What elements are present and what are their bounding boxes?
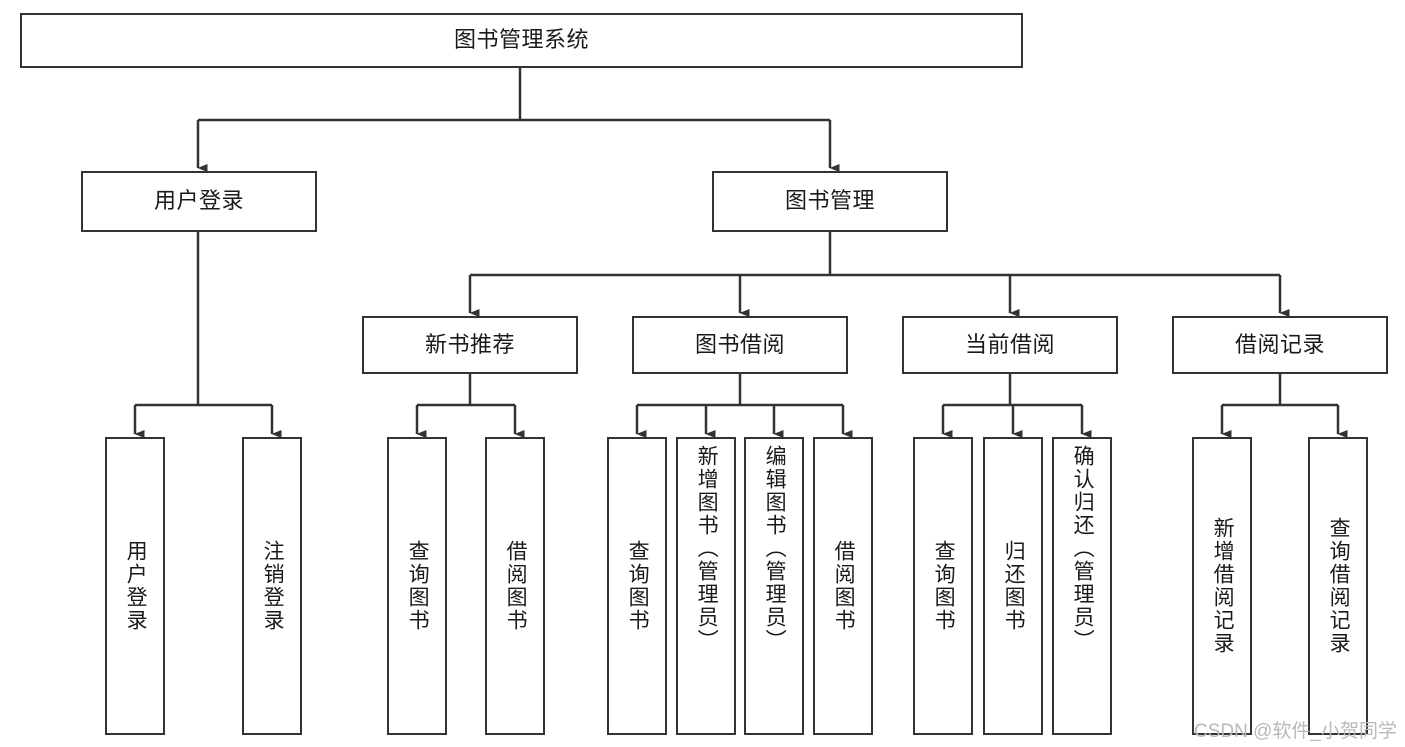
connector-group bbox=[133, 68, 1348, 438]
leaf-edit-book-admin[interactable]: 编辑图书（管理员） bbox=[744, 437, 804, 735]
leaf-query-book-recommend-label: 查询图书 bbox=[406, 540, 430, 632]
node-book-borrow-label: 图书借阅 bbox=[694, 331, 785, 357]
leaf-query-borrow-record-label: 查询借阅记录 bbox=[1327, 517, 1351, 655]
leaf-edit-book-admin-label: 编辑图书（管理员） bbox=[763, 445, 787, 652]
leaf-add-borrow-record-label: 新增借阅记录 bbox=[1211, 517, 1235, 655]
node-current-borrow[interactable]: 当前借阅 bbox=[902, 316, 1118, 374]
leaf-borrow-book-borrow-label: 借阅图书 bbox=[832, 540, 856, 632]
leaf-borrow-book-recommend[interactable]: 借阅图书 bbox=[485, 437, 545, 735]
leaf-add-book-admin[interactable]: 新增图书（管理员） bbox=[676, 437, 736, 735]
leaf-query-book-borrow-label: 查询图书 bbox=[626, 540, 650, 632]
leaf-query-book-current-label: 查询图书 bbox=[932, 540, 956, 632]
node-book-borrow[interactable]: 图书借阅 bbox=[632, 316, 848, 374]
leaf-add-borrow-record[interactable]: 新增借阅记录 bbox=[1192, 437, 1252, 735]
leaf-logout[interactable]: 注销登录 bbox=[242, 437, 302, 735]
leaf-query-book-recommend[interactable]: 查询图书 bbox=[387, 437, 447, 735]
node-user-login-label: 用户登录 bbox=[153, 188, 244, 214]
leaf-borrow-book-recommend-label: 借阅图书 bbox=[504, 540, 528, 632]
leaf-user-login[interactable]: 用户登录 bbox=[105, 437, 165, 735]
node-book-management[interactable]: 图书管理 bbox=[712, 171, 948, 232]
node-new-book-recommend-label: 新书推荐 bbox=[424, 331, 515, 357]
node-root-label: 图书管理系统 bbox=[453, 27, 589, 53]
leaf-query-book-current[interactable]: 查询图书 bbox=[913, 437, 973, 735]
node-root-book-management-system[interactable]: 图书管理系统 bbox=[20, 13, 1023, 68]
leaf-query-borrow-record[interactable]: 查询借阅记录 bbox=[1308, 437, 1368, 735]
node-borrow-record-label: 借阅记录 bbox=[1234, 331, 1325, 357]
node-new-book-recommend[interactable]: 新书推荐 bbox=[362, 316, 578, 374]
node-book-management-label: 图书管理 bbox=[784, 188, 875, 214]
leaf-borrow-book-borrow[interactable]: 借阅图书 bbox=[813, 437, 873, 735]
node-user-login[interactable]: 用户登录 bbox=[81, 171, 317, 232]
leaf-user-login-label: 用户登录 bbox=[124, 540, 148, 632]
leaf-logout-label: 注销登录 bbox=[261, 540, 285, 632]
node-borrow-record[interactable]: 借阅记录 bbox=[1172, 316, 1388, 374]
node-current-borrow-label: 当前借阅 bbox=[964, 331, 1055, 357]
leaf-return-book[interactable]: 归还图书 bbox=[983, 437, 1043, 735]
leaf-add-book-admin-label: 新增图书（管理员） bbox=[695, 445, 719, 652]
leaf-query-book-borrow[interactable]: 查询图书 bbox=[607, 437, 667, 735]
leaf-confirm-return-admin[interactable]: 确认归还（管理员） bbox=[1052, 437, 1112, 735]
leaf-return-book-label: 归还图书 bbox=[1002, 540, 1026, 632]
leaf-confirm-return-admin-label: 确认归还（管理员） bbox=[1071, 445, 1095, 652]
